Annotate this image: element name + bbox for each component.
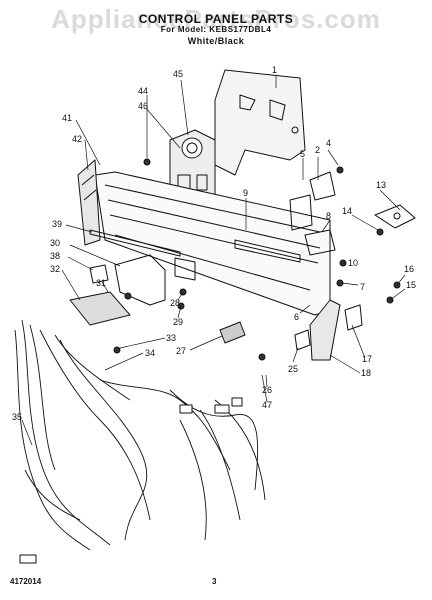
part-latch (374, 204, 416, 229)
part-left-endcap (77, 159, 101, 246)
callout-17: 17 (362, 354, 372, 364)
color-label: White/Black (187, 36, 245, 46)
callout-29: 29 (173, 317, 183, 327)
callout-13: 13 (376, 180, 386, 190)
callout-28: 28 (170, 298, 180, 308)
part-strip (89, 229, 181, 257)
callout-30: 30 (50, 238, 60, 248)
callout-47: 47 (262, 400, 272, 410)
callout-10: 10 (348, 258, 358, 268)
callout-4: 4 (326, 138, 331, 148)
callout-labels: 1 2 4 5 6 7 8 9 10 13 14 16 15 17 18 25 … (12, 65, 416, 422)
callout-16: 16 (404, 264, 414, 274)
model-subtitle: For Model: KEBS177DBL4 (160, 25, 272, 34)
callout-1: 1 (272, 65, 277, 75)
callout-15: 15 (406, 280, 416, 290)
callout-31: 31 (96, 278, 106, 288)
diagram-title: CONTROL PANEL PARTS (138, 12, 294, 26)
callout-5: 5 (300, 149, 305, 159)
callout-32: 32 (50, 264, 60, 274)
callout-38: 38 (50, 251, 60, 261)
callout-9: 9 (243, 188, 248, 198)
callout-41: 41 (62, 113, 72, 123)
callout-8: 8 (326, 211, 331, 221)
page-number: 3 (212, 577, 217, 586)
callout-39: 39 (52, 219, 62, 229)
leader-lines (21, 76, 406, 446)
callout-44: 44 (138, 86, 148, 96)
callout-6: 6 (294, 312, 299, 322)
callout-26: 26 (262, 385, 272, 395)
part-back-plate (214, 69, 306, 176)
callout-27: 27 (176, 346, 186, 356)
part-bracket (114, 254, 166, 306)
part-display-board (69, 291, 131, 326)
callout-7: 7 (360, 282, 365, 292)
document-code: 4172014 (10, 577, 42, 586)
callout-34: 34 (145, 348, 155, 358)
watermark: AppliancePartsPros.com (51, 4, 381, 34)
callout-33: 33 (166, 333, 176, 343)
part-lens (219, 321, 246, 344)
callout-46: 46 (138, 101, 148, 111)
callout-25: 25 (288, 364, 298, 374)
callout-42: 42 (72, 134, 82, 144)
callout-35: 35 (12, 412, 22, 422)
callout-2: 2 (315, 145, 320, 155)
callout-18: 18 (361, 368, 371, 378)
part-right-endcap (309, 299, 341, 361)
callout-14: 14 (342, 206, 352, 216)
callout-45: 45 (173, 69, 183, 79)
